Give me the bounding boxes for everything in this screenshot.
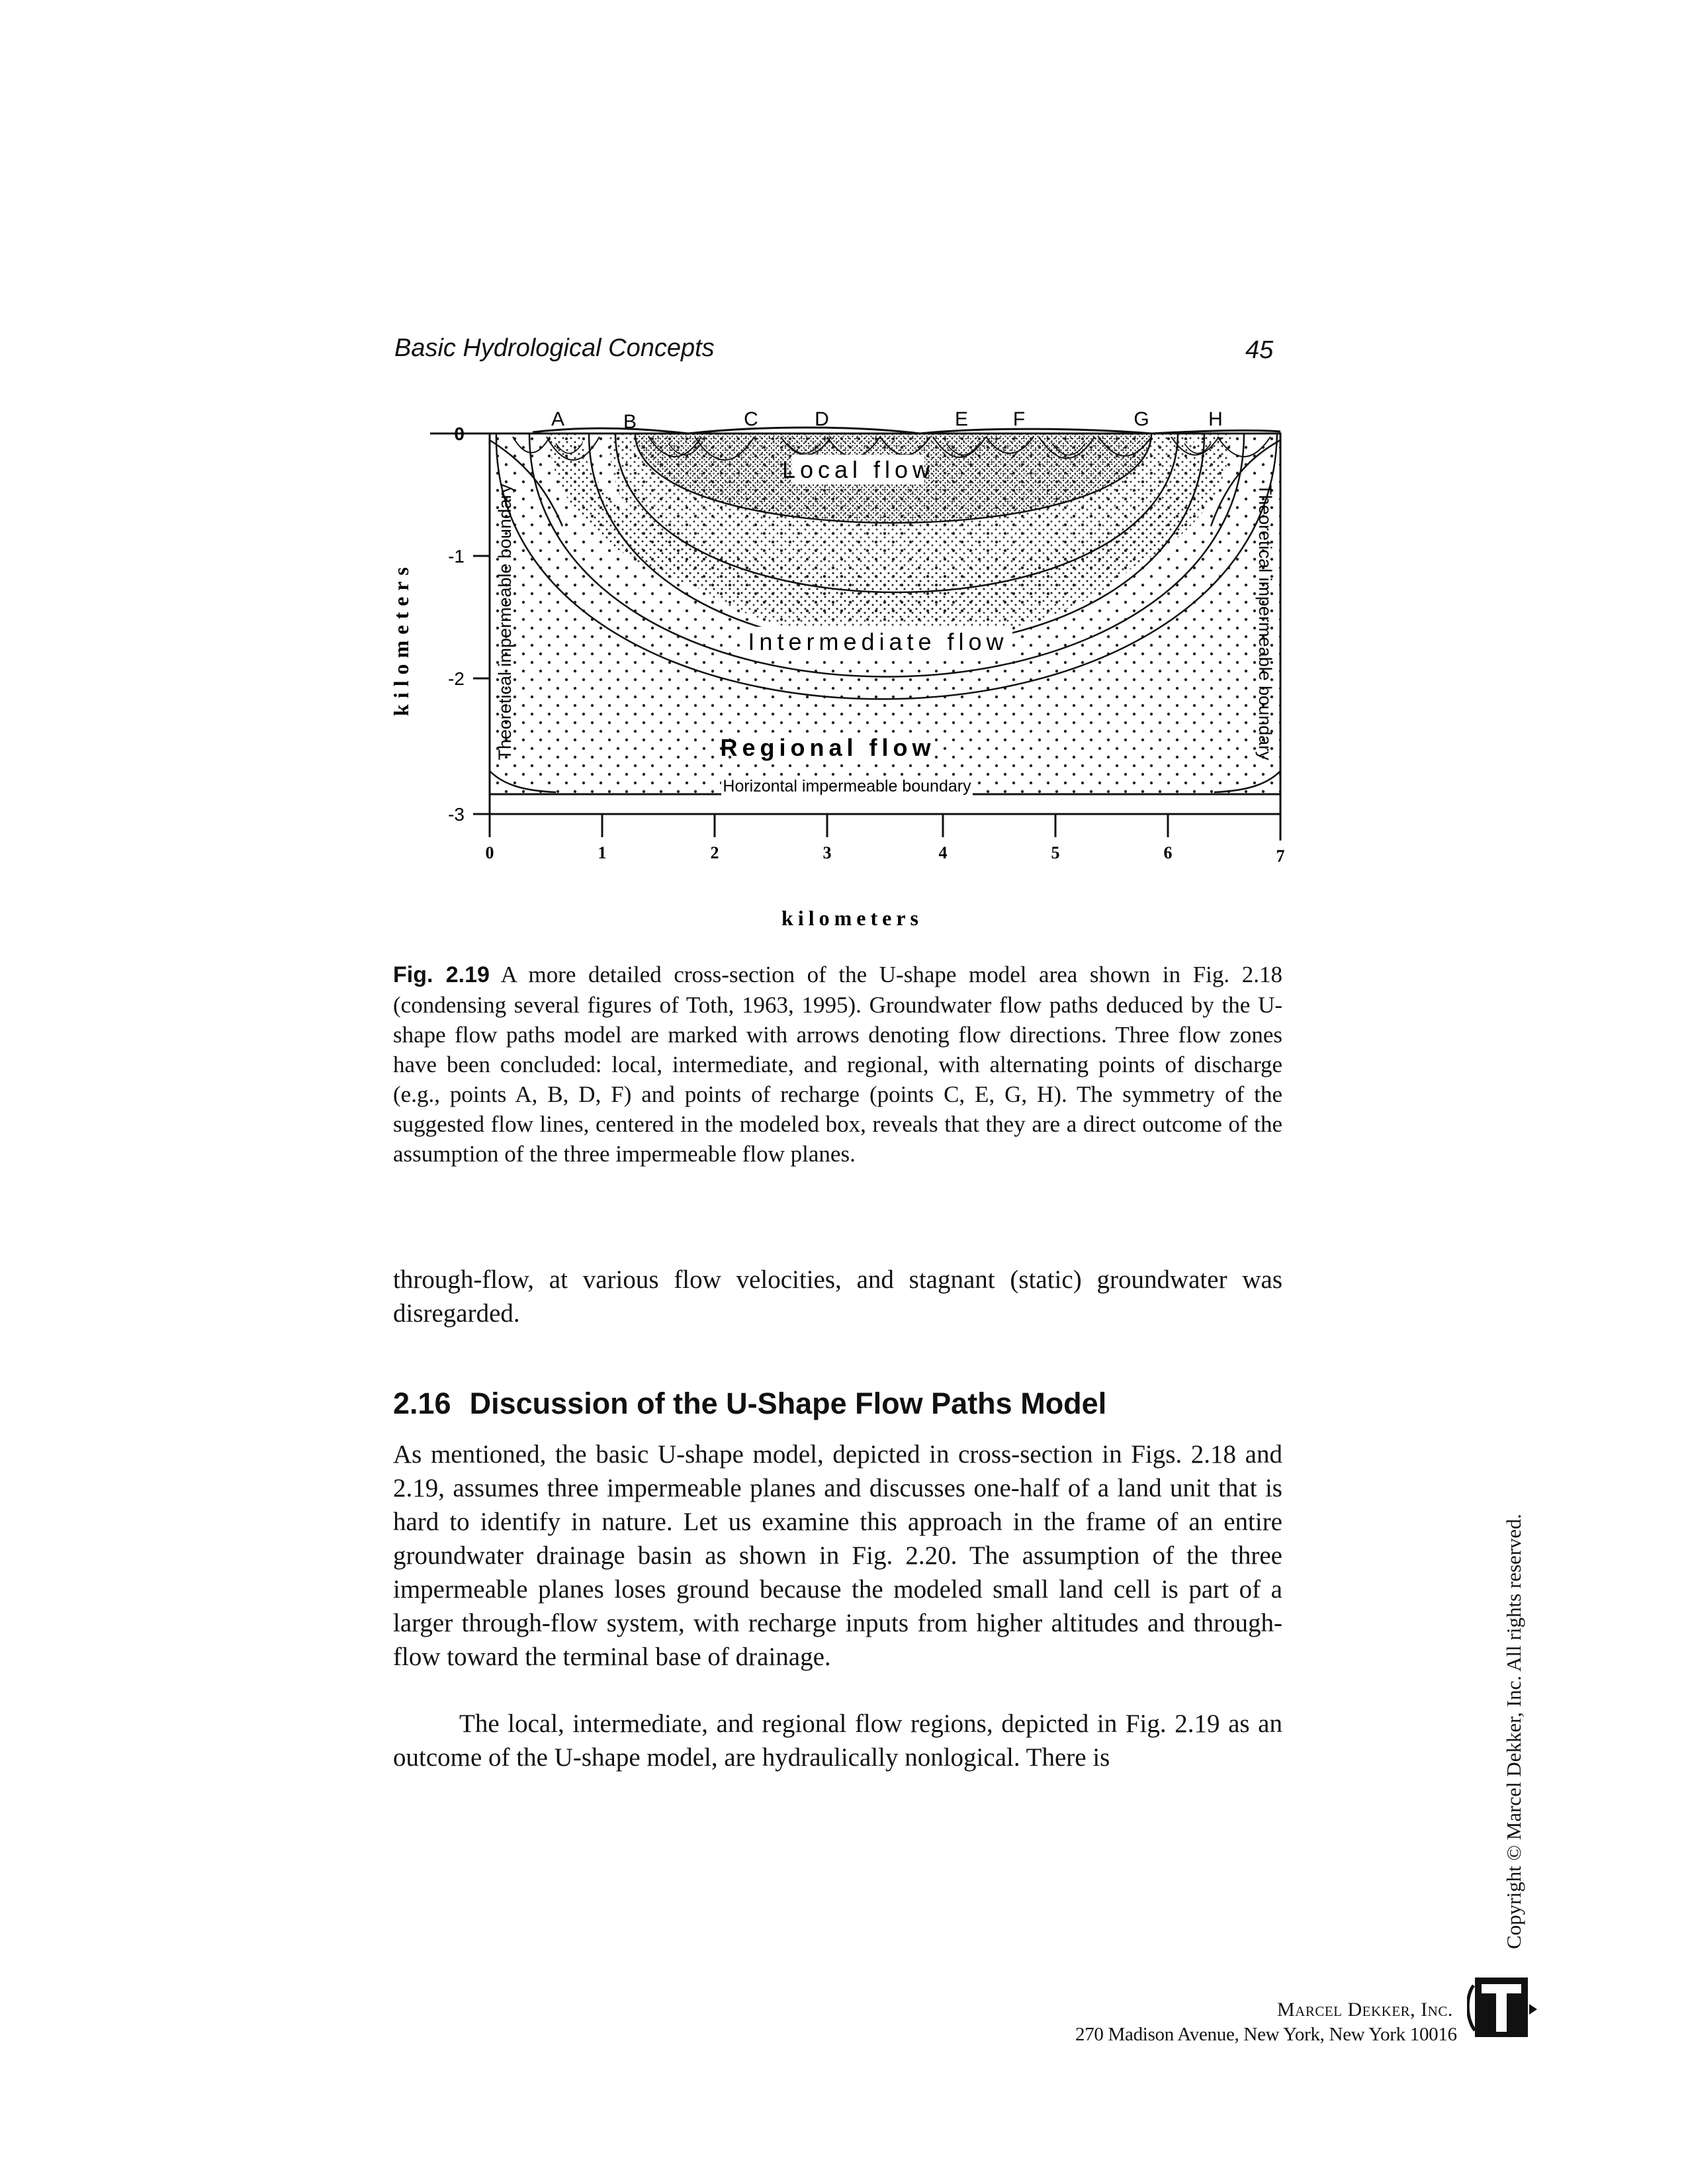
body-paragraph: through-flow, at various flow velocities… [393, 1265, 1282, 1328]
x-tick-label: 7 [1276, 846, 1285, 866]
point-label: A [551, 408, 564, 430]
x-tick-label: 5 [1051, 843, 1060, 862]
zone-labels: Local flow Intermediate flow Regional fl… [495, 456, 1275, 796]
y-tick-label: -3 [448, 804, 465, 825]
point-label: E [955, 408, 968, 430]
copyright-text: Copyright © Marcel Dekker, Inc. All righ… [1502, 1514, 1525, 1949]
x-axis: 0 1 2 3 4 5 6 7 kilometers [486, 794, 1285, 930]
figure-caption-text: A more detailed cross-section of the U-s… [393, 962, 1282, 1167]
intermediate-flow-label: Intermediate flow [748, 628, 1008, 655]
body-paragraph: As mentioned, the basic U-shape model, d… [393, 1440, 1282, 1671]
bottom-boundary-label: Horizontal impermeable boundary [723, 777, 971, 796]
publisher-name: Marcel Dekker, Inc. [1277, 1999, 1453, 2021]
top-points: A B C D E F G H [551, 408, 1223, 433]
y-tick-label: 0 [454, 424, 465, 444]
running-head: Basic Hydrological Concepts [394, 334, 715, 362]
point-label: H [1208, 408, 1223, 430]
figure-caption-label: Fig. 2.19 [393, 962, 490, 987]
publisher-address: 270 Madison Avenue, New York, New York 1… [1075, 2024, 1457, 2045]
y-axis-label: kilometers [390, 561, 413, 716]
section-number: 2.16 [393, 1387, 451, 1420]
local-flow-label: Local flow [782, 456, 934, 483]
x-tick-label: 2 [711, 843, 719, 862]
point-label: G [1133, 408, 1149, 430]
figure-caption: Fig. 2.19 A more detailed cross-section … [393, 960, 1282, 1169]
section-title: Discussion of the U-Shape Flow Paths Mod… [469, 1387, 1107, 1420]
point-label: D [815, 408, 829, 430]
publisher-logo-icon [1467, 1978, 1537, 2037]
copyright-notice: Copyright © Marcel Dekker, Inc. All righ… [1502, 1514, 1535, 1956]
x-tick-label: 0 [486, 843, 494, 862]
x-axis-label: kilometers [781, 906, 923, 930]
body-paragraph: The local, intermediate, and regional fl… [393, 1709, 1282, 1772]
y-axis: 0 -1 -2 -3 kilometers [390, 424, 491, 825]
y-tick-label: -1 [448, 546, 465, 567]
diagram-box [430, 426, 1282, 797]
point-label: F [1013, 408, 1025, 430]
x-tick-label: 4 [939, 843, 948, 862]
right-boundary-label: Theoretical impermeable boundary [1255, 484, 1275, 760]
left-boundary-label: Theoretical impermeable boundary [495, 484, 515, 760]
point-label: B [623, 411, 637, 433]
page-number: 45 [1245, 336, 1274, 364]
section-heading: 2.16 Discussion of the U-Shape Flow Paths… [393, 1387, 1106, 1421]
y-tick-label: -2 [448, 668, 465, 689]
figure-2-19: A B C D E F G H 0 -1 -2 -3 kilometers 0 … [390, 408, 1285, 930]
x-tick-label: 3 [823, 843, 832, 862]
x-tick-label: 1 [598, 843, 607, 862]
regional-flow-label: Regional flow [721, 734, 936, 761]
point-label: C [744, 408, 758, 430]
x-tick-label: 6 [1164, 843, 1173, 862]
